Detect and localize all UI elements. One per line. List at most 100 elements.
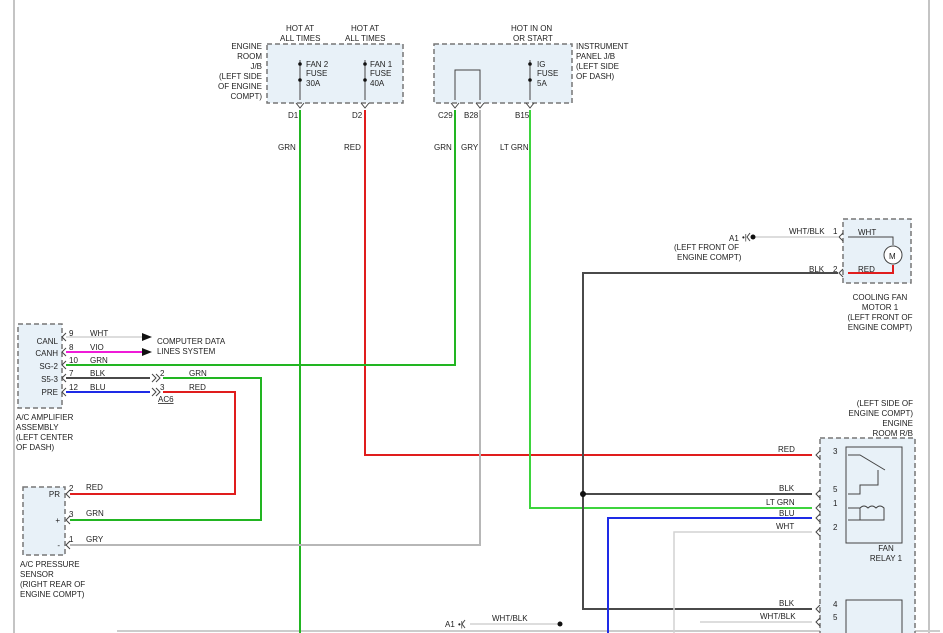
svg-text:WHT: WHT — [90, 329, 108, 338]
amplifier-label: A/C AMPLIFIER ASSEMBLY (LEFT CENTER OF D… — [16, 413, 74, 452]
svg-text:1: 1 — [69, 535, 74, 544]
arrow-canl — [142, 333, 152, 341]
svg-text:BLU: BLU — [90, 383, 106, 392]
pin-a1-bottom: A1 — [445, 620, 455, 629]
svg-text:1: 1 — [833, 499, 838, 508]
svg-text:BLK: BLK — [90, 369, 106, 378]
ac-amplifier-box — [17, 323, 63, 409]
svg-text:ASSEMBLY: ASSEMBLY — [16, 423, 59, 432]
svg-text:ENGINE COMPT): ENGINE COMPT) — [848, 323, 913, 332]
svg-text:J/B: J/B — [250, 62, 262, 71]
svg-text:COMPT): COMPT) — [230, 92, 262, 101]
label-red-d2: RED — [344, 143, 361, 152]
wire-ac6-grn — [70, 377, 262, 521]
label-wht-relay: WHT — [776, 522, 794, 531]
svg-text:VIO: VIO — [90, 343, 104, 352]
svg-text:CANL: CANL — [37, 337, 59, 346]
relay2-box — [845, 599, 903, 633]
svg-text:ENGINE COMPT): ENGINE COMPT) — [20, 590, 85, 599]
svg-text:OF ENGINE: OF ENGINE — [218, 82, 262, 91]
svg-text:FAN: FAN — [878, 544, 894, 553]
wire-red-d2 — [364, 110, 812, 456]
label-ac6-red: RED — [189, 383, 206, 392]
wire-ltgrn-b15 — [529, 110, 812, 509]
svg-text:A/C PRESSURE: A/C PRESSURE — [20, 560, 80, 569]
svg-text:10: 10 — [69, 356, 78, 365]
svg-text:-: - — [57, 541, 60, 550]
pin-a1-top: A1 — [729, 234, 739, 243]
svg-text:3: 3 — [69, 510, 74, 519]
fan1-fuse-name: FAN 1 — [370, 60, 393, 69]
ac6-pin3: 3 — [160, 383, 165, 392]
label-grn-d1: GRN — [278, 143, 296, 152]
jumper-c29-b28 — [454, 69, 481, 100]
svg-text:2: 2 — [833, 523, 838, 532]
svg-text:OF DASH): OF DASH) — [16, 443, 55, 452]
svg-text:ENGINE: ENGINE — [882, 419, 913, 428]
fan2-fuse-name: FAN 2 — [306, 60, 329, 69]
instrument-panel-jb-box — [433, 43, 573, 104]
a1-bottom-ground-mark: •| — [458, 620, 463, 629]
hot-in-on-label: HOT IN ON — [511, 24, 552, 33]
motor-symbol-label: M — [889, 252, 896, 261]
cooling-fan-motor-label: COOLING FAN MOTOR 1 (LEFT FRONT OF ENGIN… — [847, 293, 912, 332]
svg-text:(LEFT FRONT OF: (LEFT FRONT OF — [847, 313, 912, 322]
engine-room-jb-label: ENGINE ROOM J/B (LEFT SIDE OF ENGINE COM… — [218, 42, 262, 101]
label-red-relay: RED — [778, 445, 795, 454]
svg-text:MOTOR 1: MOTOR 1 — [862, 303, 899, 312]
svg-text:S5-3: S5-3 — [41, 375, 58, 384]
instrument-panel-jb-label: INSTRUMENT PANEL J/B (LEFT SIDE OF DASH) — [576, 42, 629, 81]
fan-relay1-label: FAN RELAY 1 — [870, 544, 903, 563]
or-start-label: OR START — [513, 34, 553, 43]
label-grn-c29: GRN — [434, 143, 452, 152]
svg-text:12: 12 — [69, 383, 78, 392]
splice-a1-bottom — [557, 621, 563, 627]
svg-text:8: 8 — [69, 343, 74, 352]
label-wht-motor: WHT — [858, 228, 876, 237]
label-blu-relay: BLU — [779, 509, 795, 518]
ac-pressure-sensor-box — [22, 486, 66, 556]
svg-text:A/C AMPLIFIER: A/C AMPLIFIER — [16, 413, 74, 422]
svg-text:2: 2 — [69, 484, 74, 493]
label-whtblk-top: WHT/BLK — [789, 227, 825, 236]
svg-text:SG-2: SG-2 — [39, 362, 58, 371]
svg-text:CANH: CANH — [35, 349, 58, 358]
ig-fuse-word: FUSE — [537, 69, 558, 78]
connector-marks — [61, 102, 844, 629]
fan1-fuse-word: FUSE — [370, 69, 391, 78]
motor-symbol — [883, 245, 903, 265]
fan2-fuse-word: FUSE — [306, 69, 327, 78]
wire-ac6-red — [70, 391, 236, 495]
hot-at-label-1: HOT AT — [286, 24, 314, 33]
svg-text:OF DASH): OF DASH) — [576, 72, 615, 81]
svg-text:(LEFT CENTER: (LEFT CENTER — [16, 433, 73, 442]
svg-text:4: 4 — [833, 600, 838, 609]
motor-pin2: 2 — [833, 265, 838, 274]
svg-text:SENSOR: SENSOR — [20, 570, 54, 579]
label-ltgrn-relay: LT GRN — [766, 498, 795, 507]
ac6-connector-name: AC6 — [158, 395, 174, 404]
all-times-label-2: ALL TIMES — [345, 34, 385, 43]
a1-location-1: (LEFT FRONT OF — [674, 243, 739, 252]
arrow-canh — [142, 348, 152, 356]
wire-motor-wht-internal — [848, 236, 894, 245]
label-blk-motor: BLK — [809, 265, 825, 274]
relay1-pin-numbers: 3 5 1 2 — [833, 447, 838, 532]
fan1-fuse-rating: 40A — [370, 79, 385, 88]
svg-text:9: 9 — [69, 329, 74, 338]
relay2-pin-numbers: 4 5 — [833, 600, 838, 622]
svg-text:PRE: PRE — [42, 388, 58, 397]
relay1-box — [845, 446, 903, 544]
wire-motor-red — [848, 265, 894, 274]
sensor-pin-numbers: 2 3 1 — [69, 484, 74, 544]
svg-text:(LEFT SIDE OF: (LEFT SIDE OF — [857, 399, 913, 408]
engine-room-jb-box — [266, 43, 404, 104]
splice-blk — [580, 491, 586, 497]
label-blk-relay: BLK — [779, 484, 795, 493]
label-whtblk-relay2: WHT/BLK — [760, 612, 796, 621]
svg-text:7: 7 — [69, 369, 74, 378]
ac6-pin2: 2 — [160, 369, 165, 378]
engine-room-rb-label: (LEFT SIDE OF ENGINE COMPT) ENGINE ROOM … — [849, 399, 914, 438]
fan2-fuse-rating: 30A — [306, 79, 321, 88]
